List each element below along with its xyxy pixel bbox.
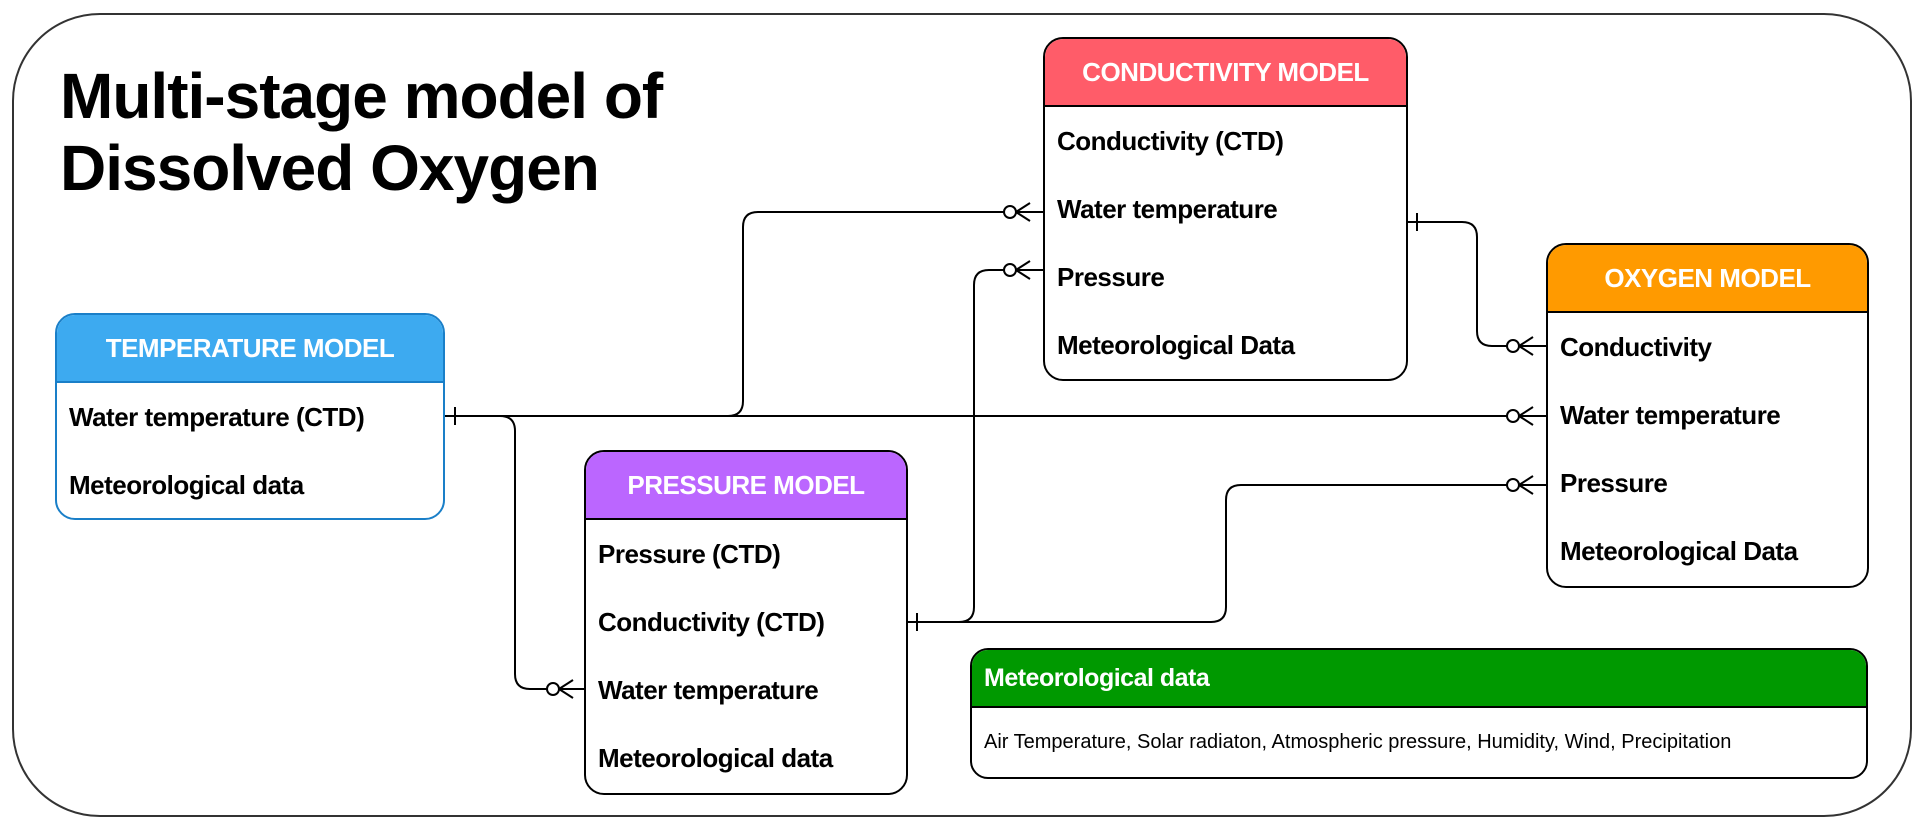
relationship-temperature-to-pressure[interactable] bbox=[445, 415, 584, 699]
oxygen-field-conductivity[interactable]: Conductivity bbox=[1560, 331, 1712, 362]
pressure-field-water-temperature[interactable]: Water temperature bbox=[598, 674, 819, 705]
meteorological-data-description: Air Temperature, Solar radiaton, Atmosph… bbox=[984, 731, 1732, 753]
meteorological-data-header: Meteorological data bbox=[972, 650, 1866, 708]
relationship-temperature-to-conductivity[interactable] bbox=[445, 202, 1043, 425]
oxygen-field-pressure[interactable]: Pressure bbox=[1560, 467, 1668, 498]
temperature-model-header: TEMPERATURE MODEL bbox=[57, 315, 443, 383]
conductivity-field-water-temperature[interactable]: Water temperature bbox=[1057, 193, 1278, 224]
relationship-pressure-to-oxygen[interactable] bbox=[908, 475, 1546, 623]
pressure-field-meteorological-data[interactable]: Meteorological data bbox=[598, 742, 833, 773]
temperature-field-meteorological-data[interactable]: Meteorological data bbox=[69, 469, 304, 500]
oxygen-field-water-temperature[interactable]: Water temperature bbox=[1560, 399, 1781, 430]
relationship-temperature-to-oxygen[interactable] bbox=[445, 406, 1546, 426]
pressure-field-pressure-ctd[interactable]: Pressure (CTD) bbox=[598, 538, 781, 569]
oxygen-model-table[interactable]: OXYGEN MODEL Conductivity Water temperat… bbox=[1546, 243, 1869, 588]
conductivity-model-header: CONDUCTIVITY MODEL bbox=[1045, 39, 1406, 107]
relationship-conductivity-to-oxygen[interactable] bbox=[1408, 213, 1546, 356]
relationship-pressure-to-conductivity[interactable] bbox=[908, 260, 1043, 631]
conductivity-field-meteorological-data[interactable]: Meteorological Data bbox=[1057, 329, 1295, 360]
conductivity-field-pressure[interactable]: Pressure bbox=[1057, 261, 1165, 292]
conductivity-model-table[interactable]: CONDUCTIVITY MODEL Conductivity (CTD) Wa… bbox=[1043, 37, 1408, 381]
oxygen-model-header: OXYGEN MODEL bbox=[1548, 245, 1867, 313]
temperature-field-water-temperature-ctd[interactable]: Water temperature (CTD) bbox=[69, 401, 365, 432]
conductivity-field-conductivity-ctd[interactable]: Conductivity (CTD) bbox=[1057, 125, 1284, 156]
pressure-field-conductivity-ctd[interactable]: Conductivity (CTD) bbox=[598, 606, 825, 637]
pressure-model-header: PRESSURE MODEL bbox=[586, 452, 906, 520]
diagram-title: Multi-stage model of Dissolved Oxygen bbox=[60, 60, 663, 204]
oxygen-field-meteorological-data[interactable]: Meteorological Data bbox=[1560, 535, 1798, 566]
pressure-model-table[interactable]: PRESSURE MODEL Pressure (CTD) Conductivi… bbox=[584, 450, 908, 795]
temperature-model-table[interactable]: TEMPERATURE MODEL Water temperature (CTD… bbox=[55, 313, 445, 520]
meteorological-data-table[interactable]: Meteorological data Air Temperature, Sol… bbox=[970, 648, 1868, 779]
